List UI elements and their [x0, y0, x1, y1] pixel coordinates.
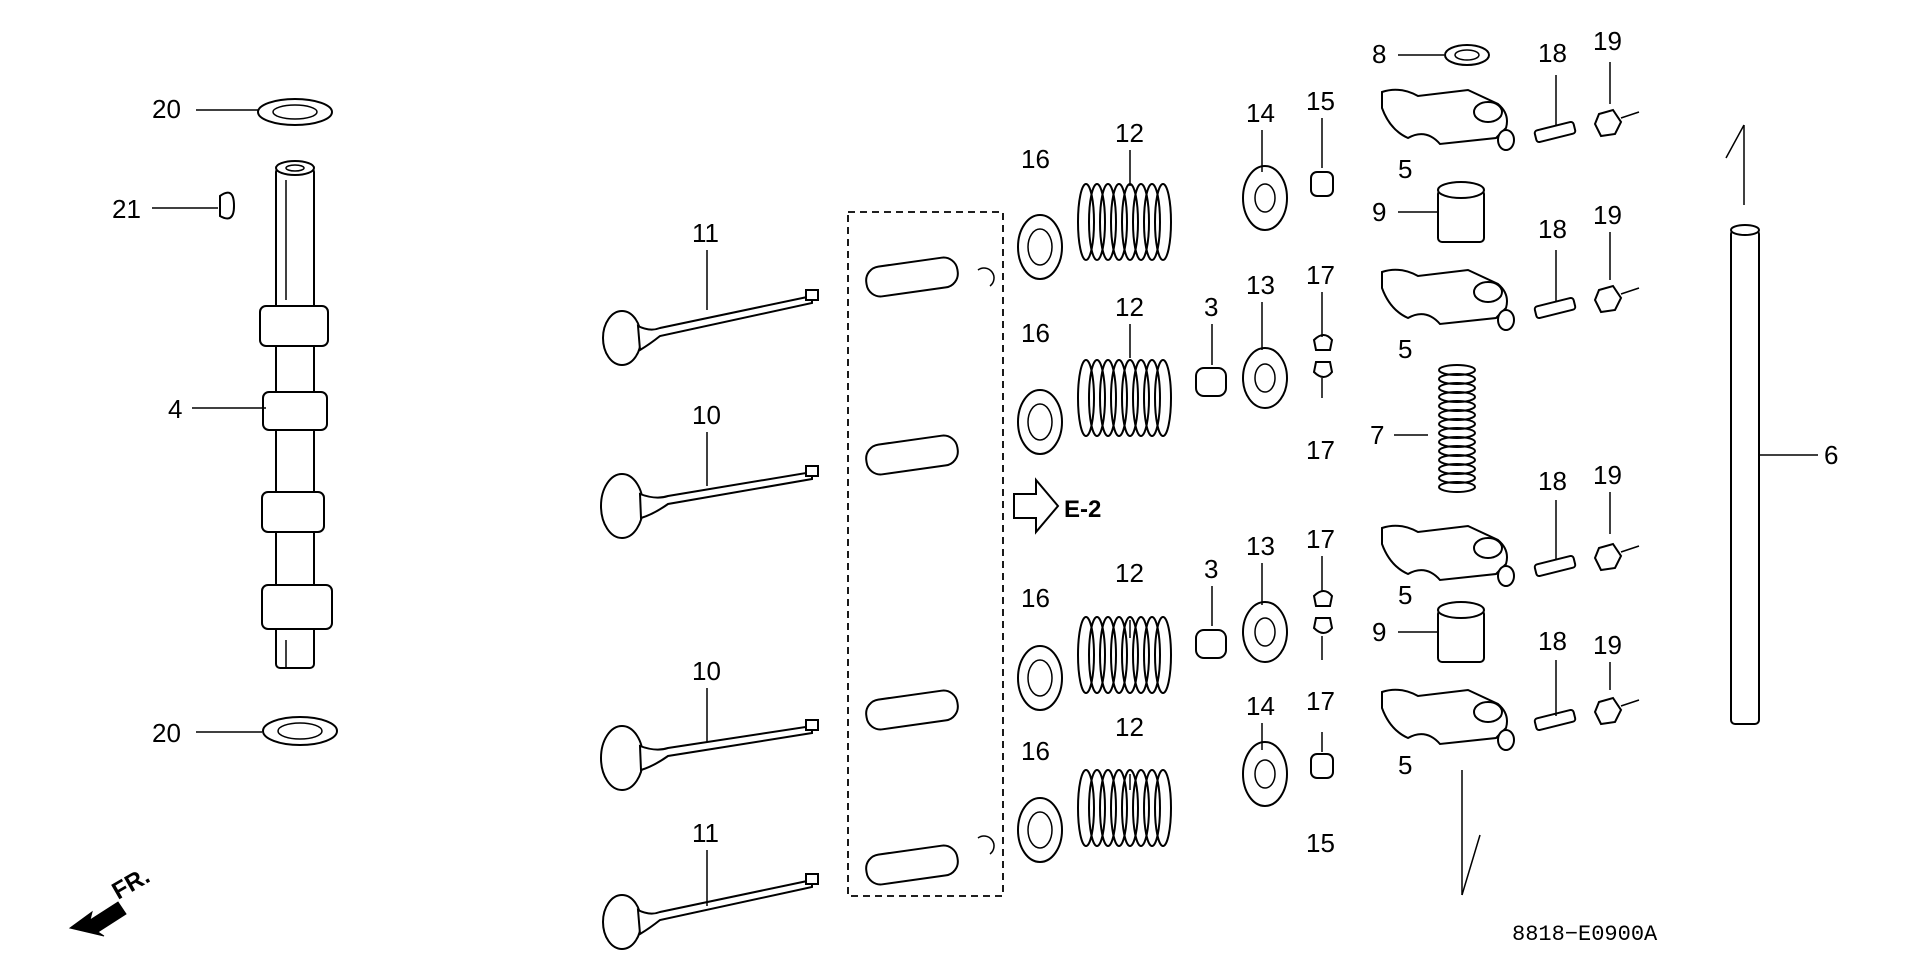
- callout-16-a: 16: [1021, 144, 1050, 174]
- callout-20-top: 20: [152, 94, 181, 124]
- rocker-shaft: [1725, 124, 1760, 725]
- callout-19-b: 19: [1593, 200, 1622, 230]
- thrust-washer-top: [257, 98, 333, 126]
- callout-15-bottom: 15: [1306, 828, 1335, 858]
- callout-6: 6: [1824, 440, 1838, 470]
- rocker-arm: [1381, 688, 1515, 751]
- callout-numbers: 20 21 4 20 11 10 10 11 16 16 16 16 12 12…: [112, 26, 1838, 947]
- callout-19-a: 19: [1593, 26, 1622, 56]
- callout-12-d: 12: [1115, 712, 1144, 742]
- callout-13-top: 13: [1246, 270, 1275, 300]
- collet-halves: [1312, 334, 1334, 634]
- retainers: [1242, 165, 1288, 807]
- callout-12-a: 12: [1115, 118, 1144, 148]
- callout-11-top: 11: [692, 218, 719, 248]
- valve-row-1: [602, 289, 819, 366]
- callout-19-d: 19: [1593, 630, 1622, 660]
- callout-10-top: 10: [692, 400, 721, 430]
- valve-row-3: [600, 719, 819, 791]
- callout-18-b: 18: [1538, 214, 1567, 244]
- rocker-washer: [1444, 44, 1490, 66]
- callout-5-a: 5: [1398, 154, 1412, 184]
- valve-springs: [1077, 183, 1172, 847]
- callout-10-bottom: 10: [692, 656, 721, 686]
- spring-seats: [1017, 214, 1063, 863]
- shaft-guide-line: [1461, 770, 1481, 896]
- callout-17-c: 17: [1306, 524, 1335, 554]
- callout-18-a: 18: [1538, 38, 1567, 68]
- leader-lines: [152, 54, 1818, 906]
- callout-5-b: 5: [1398, 334, 1412, 364]
- front-direction-arrow: FR.: [68, 862, 155, 937]
- valve-cotters: [1195, 367, 1227, 659]
- callout-8: 8: [1372, 39, 1386, 69]
- callout-17-a: 17: [1306, 260, 1335, 290]
- camshaft: [259, 160, 333, 669]
- valve-guides: [865, 256, 995, 886]
- callout-13-bottom: 13: [1246, 531, 1275, 561]
- valve-seals: [1310, 171, 1334, 779]
- callout-11-bottom: 11: [692, 818, 719, 848]
- thrust-washer-bottom: [262, 716, 338, 746]
- adjuster-assembly: [1533, 696, 1640, 732]
- rocker-spring: [1438, 364, 1476, 493]
- rocker-collars: [1437, 181, 1485, 663]
- callout-15-top: 15: [1306, 86, 1335, 116]
- callout-16-c: 16: [1021, 583, 1050, 613]
- callout-9-top: 9: [1372, 197, 1386, 227]
- callout-4: 4: [168, 394, 182, 424]
- callout-16-b: 16: [1021, 318, 1050, 348]
- callout-19-c: 19: [1593, 460, 1622, 490]
- front-label: FR.: [108, 862, 155, 905]
- diagram-code: 8818−E0900A: [1512, 922, 1658, 947]
- callout-12-b: 12: [1115, 292, 1144, 322]
- callout-17-d: 17: [1306, 686, 1335, 716]
- callout-3-bottom: 3: [1204, 554, 1218, 584]
- valve-guide-group-box: [847, 211, 1004, 897]
- rocker-arms: [1381, 88, 1515, 751]
- callout-5-d: 5: [1398, 750, 1412, 780]
- reference-arrow: E-2: [1013, 477, 1101, 535]
- valve-spring: [1077, 616, 1172, 694]
- callout-16-d: 16: [1021, 736, 1050, 766]
- adjuster-assembly: [1533, 284, 1640, 320]
- valve-spring: [1077, 769, 1172, 847]
- rocker-arm: [1381, 88, 1515, 151]
- callout-14-bottom: 14: [1246, 691, 1275, 721]
- callout-21: 21: [112, 194, 141, 224]
- woodruff-key: [219, 191, 236, 220]
- callout-7: 7: [1370, 420, 1384, 450]
- callout-20-bottom: 20: [152, 718, 181, 748]
- callout-5-c: 5: [1398, 580, 1412, 610]
- valve-spring: [1077, 183, 1172, 261]
- callout-3-top: 3: [1204, 292, 1218, 322]
- valve-row-4: [602, 873, 819, 950]
- rocker-arm: [1381, 268, 1515, 331]
- adjusting-screws: [1533, 108, 1640, 732]
- adjuster-assembly: [1533, 108, 1640, 144]
- callout-14-top: 14: [1246, 98, 1275, 128]
- reference-label: E-2: [1064, 496, 1101, 523]
- valve-row-2: [600, 465, 819, 539]
- adjuster-assembly: [1533, 542, 1640, 578]
- callout-12-c: 12: [1115, 558, 1144, 588]
- rocker-arm: [1381, 524, 1515, 587]
- callout-18-c: 18: [1538, 466, 1567, 496]
- callout-17-b: 17: [1306, 435, 1335, 465]
- callout-18-d: 18: [1538, 626, 1567, 656]
- callout-9-bottom: 9: [1372, 617, 1386, 647]
- valve-spring: [1077, 359, 1172, 437]
